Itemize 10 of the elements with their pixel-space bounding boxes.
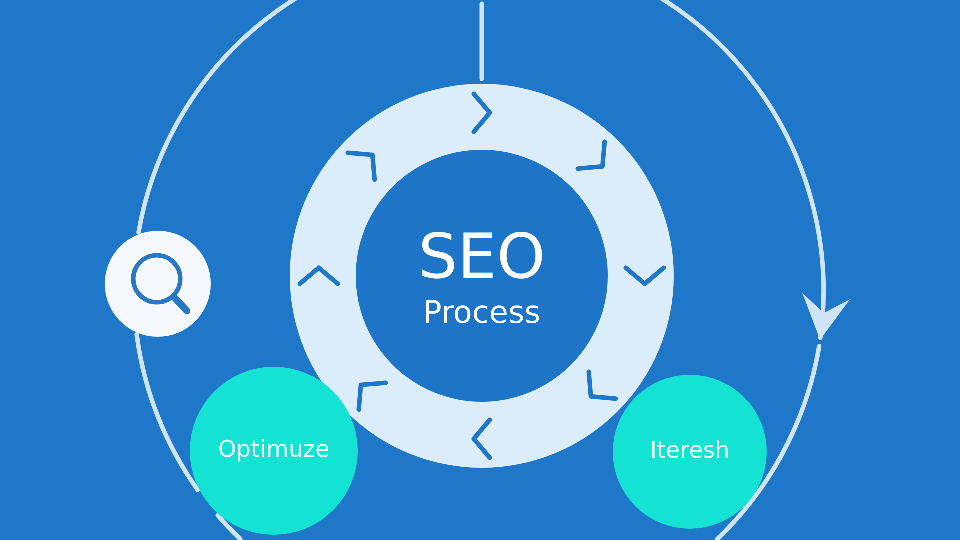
subheading-text: Process [423, 296, 541, 330]
step-label: Optimuze [218, 437, 330, 465]
arrow [136, 0, 848, 340]
step-label: Iteresh [650, 438, 730, 466]
connector-line [216, 513, 243, 540]
connector-line [750, 344, 822, 502]
heading-text: SEO [418, 226, 546, 288]
connector-line [480, 2, 484, 82]
connector-line [715, 498, 755, 540]
connector-line [134, 332, 200, 492]
